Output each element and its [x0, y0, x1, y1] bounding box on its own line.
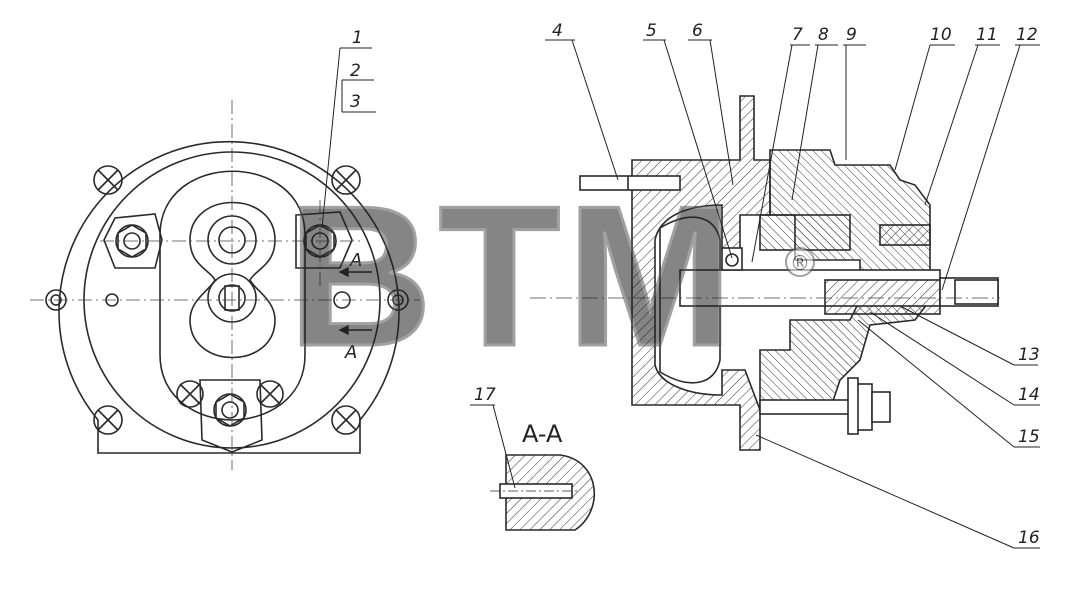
- callout-1: 1: [352, 28, 363, 48]
- callout-labels: 1 2 3 4 5 6 7 8 9 10 11 12 13 14 15 16 1…: [350, 21, 1040, 548]
- section-mark-upper: A: [349, 250, 362, 271]
- outer-flange: [58, 140, 400, 454]
- callout-4: 4: [552, 21, 563, 41]
- bottom-bolt-tab: [199, 379, 263, 453]
- callout-3: 3: [350, 92, 361, 112]
- front-centerlines: [30, 100, 420, 470]
- leader-lines: [321, 39, 1040, 549]
- callout-9: 9: [846, 25, 857, 45]
- side-section-view: [579, 95, 999, 451]
- callout-10: 10: [930, 25, 952, 45]
- callout-5: 5: [646, 21, 657, 41]
- flange-bolt-holes: [93, 165, 361, 435]
- callout-12: 12: [1016, 25, 1038, 45]
- section-title: A-A: [522, 420, 563, 448]
- callout-7: 7: [792, 25, 803, 45]
- section-marker-a: [338, 266, 372, 336]
- figure-eight-boss: [189, 201, 276, 359]
- watermark-text: BTM: [288, 165, 739, 388]
- section-a-a-view: [490, 454, 596, 531]
- callout-14: 14: [1018, 385, 1040, 405]
- section-mark-lower: A: [344, 342, 357, 363]
- callout-15: 15: [1018, 427, 1040, 447]
- callout-17: 17: [474, 385, 496, 405]
- callout-8: 8: [818, 25, 829, 45]
- callout-11: 11: [976, 25, 998, 45]
- callout-13: 13: [1018, 345, 1040, 365]
- left-bolt-tab: [103, 213, 163, 269]
- watermark-registered: ®: [790, 251, 810, 275]
- right-bolt-tab: [295, 211, 353, 269]
- gear-housing-outline: [159, 170, 306, 421]
- callout-2: 2: [350, 61, 361, 81]
- watermark-logo: BTM ®: [287, 164, 815, 390]
- callout-6: 6: [692, 21, 703, 41]
- callout-16: 16: [1018, 528, 1040, 548]
